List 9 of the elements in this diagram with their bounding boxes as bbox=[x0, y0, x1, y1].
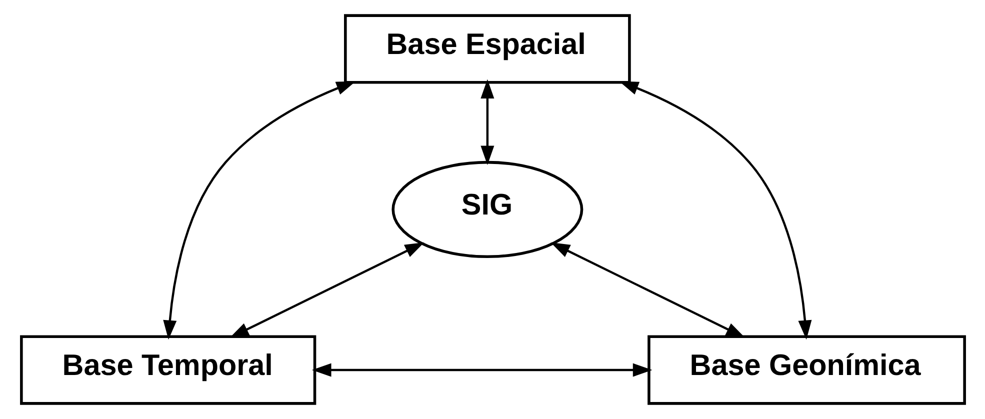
arrow bbox=[550, 242, 745, 338]
arrow bbox=[162, 81, 356, 340]
node-box: Base Geonímica bbox=[647, 335, 966, 405]
arrow bbox=[480, 79, 494, 166]
node-box: Base Espacial bbox=[344, 14, 630, 84]
node-box: Base Temporal bbox=[20, 335, 316, 405]
arrow bbox=[311, 363, 652, 377]
arrow bbox=[618, 81, 812, 340]
arrow bbox=[229, 242, 424, 338]
